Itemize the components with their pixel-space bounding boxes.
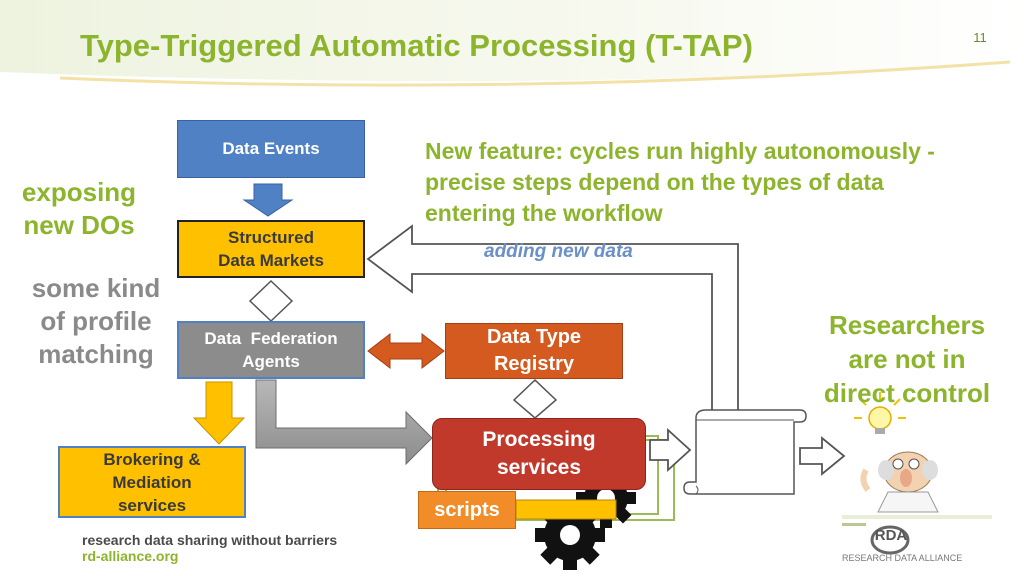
box-scripts-label: scripts — [434, 498, 500, 521]
box-data-type-registry: Data Type Registry — [445, 323, 623, 379]
arrow-events-to-markets — [242, 183, 294, 217]
label-profile-line3: matching — [38, 339, 154, 369]
header-swoosh — [0, 0, 1024, 82]
result-label-wrap: result — [700, 444, 790, 478]
label-profile-matching: some kind of profile matching — [20, 272, 172, 371]
box-data-federation-agents: Data Federation Agents — [177, 321, 365, 379]
result-scroll-shape — [683, 409, 807, 495]
arrow-federation-to-processing — [255, 379, 433, 466]
box-processing-line2: services — [496, 456, 582, 479]
feature-line1: New feature: cycles run highly autonomou… — [425, 138, 935, 164]
arrow-processing-to-result — [649, 427, 692, 473]
box-scripts: scripts — [418, 491, 516, 529]
footer-tagline: research data sharing without barriers — [82, 532, 338, 548]
page-title: Type-Triggered Automatic Processing (T-T… — [80, 28, 753, 63]
label-exposing-line1: exposing — [21, 177, 137, 207]
box-structured-line2: Data Markets — [218, 251, 324, 270]
footer-url[interactable]: rd-alliance.org — [82, 548, 179, 564]
box-federation-line1: Data Federation — [204, 329, 338, 348]
box-data-events: Data Events — [177, 120, 365, 178]
box-brokering-line3: services — [117, 495, 187, 515]
rda-logo: RDA RESEARCH DATA ALLIANCE — [842, 515, 992, 570]
label-profile-line2: of profile — [40, 306, 152, 336]
feature-line2: precise steps depend on the types of dat… — [425, 169, 884, 195]
researchers-line2: are not in — [848, 344, 966, 374]
feature-line3: entering the workflow — [425, 200, 663, 226]
box-structured-data-markets: Structured Data Markets — [177, 220, 365, 278]
researcher-lightbulb-icon — [854, 392, 906, 434]
arrow-federation-registry — [367, 332, 445, 370]
box-registry-line2: Registry — [493, 353, 575, 375]
researchers-line3: direct control — [823, 378, 991, 408]
result-label: result — [717, 449, 773, 472]
arrow-to-brokering — [192, 381, 246, 445]
box-registry-line1: Data Type — [486, 326, 582, 348]
arrow-result-to-researcher — [799, 436, 846, 476]
header-swoosh-line — [59, 60, 1011, 87]
annotation-researchers: Researchers are not in direct control — [808, 308, 1006, 410]
box-structured-line1: Structured — [228, 228, 314, 247]
researchers-line1: Researchers — [828, 310, 986, 340]
page-number: 11 — [973, 30, 987, 45]
box-brokering-mediation: Brokering & Mediation services — [58, 446, 246, 518]
rda-logo-text: RDA — [874, 527, 908, 544]
box-brokering-line1: Brokering & — [103, 449, 201, 469]
script-bar — [515, 499, 617, 520]
rda-logo-caption: RESEARCH DATA ALLIANCE — [842, 553, 963, 563]
connector-diamond-1 — [248, 279, 294, 323]
label-profile-line1: some kind — [31, 273, 161, 303]
box-processing-services: Processing services — [432, 418, 646, 490]
researcher-figure — [860, 451, 939, 513]
box-data-events-label: Data Events — [222, 139, 320, 158]
label-exposing-line2: new DOs — [23, 210, 135, 240]
connector-diamond-2 — [512, 378, 558, 419]
box-brokering-line2: Mediation — [112, 472, 192, 492]
annotation-adding-new-data: adding new data — [484, 241, 633, 261]
box-processing-line1: Processing — [482, 428, 596, 451]
annotation-new-feature: New feature: cycles run highly autonomou… — [425, 136, 1015, 229]
arrow-adding-new-data — [366, 224, 739, 419]
box-federation-line2: Agents — [242, 352, 300, 371]
label-exposing-new-dos: exposing new DOs — [20, 176, 138, 242]
